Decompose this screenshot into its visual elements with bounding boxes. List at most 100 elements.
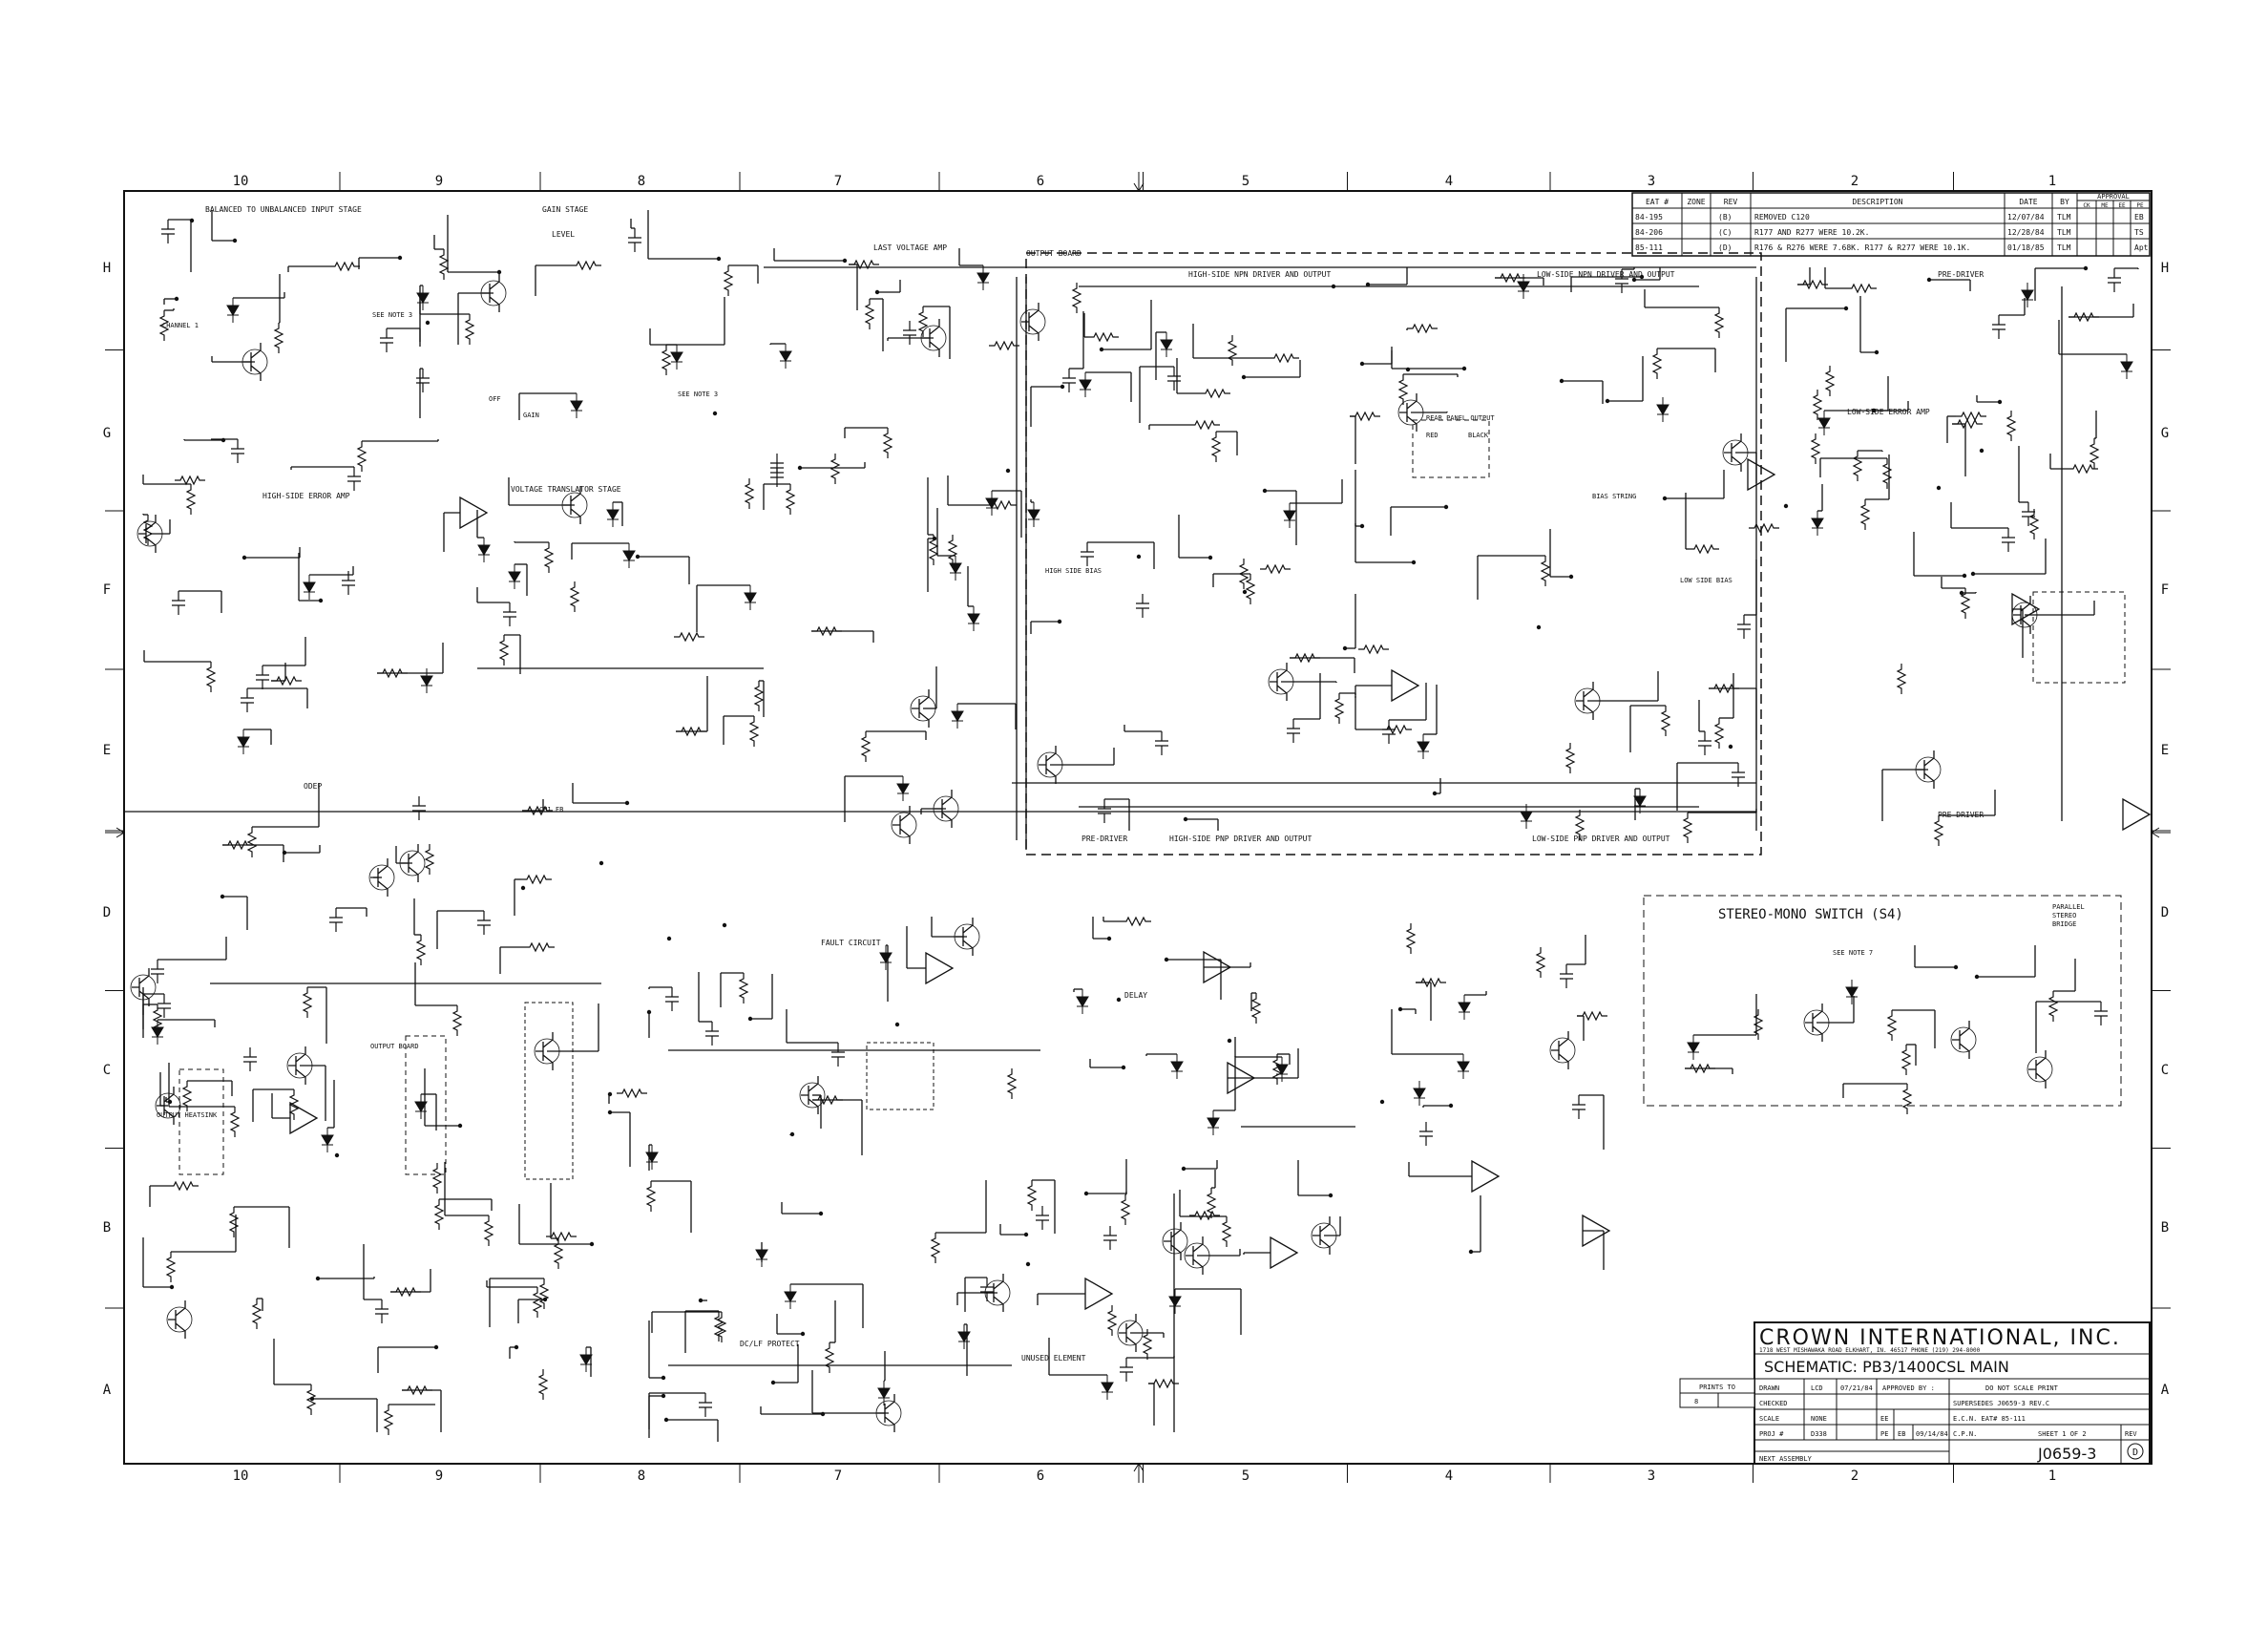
transistor bbox=[877, 1394, 895, 1432]
resistor bbox=[753, 681, 765, 711]
op-amp bbox=[1582, 1214, 1611, 1248]
diode bbox=[755, 1242, 768, 1267]
grid-row-right-label: A bbox=[2161, 1383, 2170, 1398]
grid-col-bottom-label: 2 bbox=[1851, 1468, 1858, 1484]
grid-col-bottom-label: 8 bbox=[638, 1468, 645, 1484]
junction-dot bbox=[1728, 744, 1733, 750]
tb-pe-value: EB bbox=[1898, 1430, 1905, 1438]
resistor bbox=[302, 987, 313, 1018]
resistor bbox=[1142, 1329, 1153, 1360]
resistor bbox=[181, 1081, 193, 1111]
tb-cpn: C.P.N. bbox=[1953, 1430, 1977, 1438]
junction-dot bbox=[635, 554, 640, 560]
junction-dot bbox=[789, 1131, 795, 1137]
op-amp bbox=[1203, 950, 1232, 984]
resistor bbox=[1753, 1009, 1764, 1040]
drawing-border bbox=[123, 190, 2152, 1465]
resistor bbox=[1812, 390, 1823, 420]
diode bbox=[967, 606, 980, 631]
transistor bbox=[956, 918, 974, 956]
junction-dot bbox=[698, 1298, 704, 1303]
resistor bbox=[383, 1405, 394, 1435]
label-output-heatsink: OUTPUT HEATSINK bbox=[157, 1111, 218, 1119]
junction-dot bbox=[1979, 448, 1984, 454]
rev-h-date: DATE bbox=[2019, 198, 2037, 206]
label-see-note-3b: SEE NOTE 3 bbox=[678, 391, 718, 398]
resistor bbox=[1071, 283, 1082, 313]
resistor bbox=[537, 1369, 549, 1400]
label-pre-driver-right: PRE-DRIVER bbox=[1938, 811, 1984, 819]
junction-dot bbox=[1926, 277, 1932, 283]
diode bbox=[1817, 411, 1831, 435]
junction-dot bbox=[1959, 590, 1964, 596]
tb-rev-value: D bbox=[2132, 1447, 2138, 1458]
junction-dot bbox=[1005, 468, 1011, 474]
transistor-body bbox=[155, 1092, 181, 1119]
resistor bbox=[1250, 993, 1262, 1024]
junction-dot bbox=[1241, 374, 1247, 380]
revision-cell: 84-206 bbox=[1635, 228, 1663, 237]
grid-row-left-label: H bbox=[103, 261, 111, 276]
op-amp bbox=[2122, 797, 2152, 832]
op-amp bbox=[2011, 592, 2041, 626]
junction-dot bbox=[1974, 974, 1980, 980]
transistor-body bbox=[286, 1052, 313, 1079]
grid-col-bottom-label: 1 bbox=[2048, 1468, 2056, 1484]
resistor bbox=[1685, 1063, 1715, 1074]
diode bbox=[1520, 804, 1533, 829]
prints-to-value: 8 bbox=[1694, 1398, 1698, 1405]
capacitor bbox=[1155, 731, 1168, 755]
revision-cell: R177 AND R277 WERE 10.2K. bbox=[1754, 228, 1869, 237]
diode bbox=[645, 1145, 659, 1170]
junction-dot bbox=[874, 289, 880, 295]
resistor bbox=[438, 249, 450, 280]
transistor bbox=[801, 1076, 819, 1114]
resistor bbox=[2068, 463, 2098, 475]
capacitor bbox=[1560, 964, 1573, 988]
transistor bbox=[1164, 1222, 1182, 1260]
label-output-board-small: OUTPUT BOARD bbox=[370, 1043, 419, 1050]
transistor-body bbox=[1803, 1009, 1830, 1036]
transistor-body bbox=[1722, 439, 1749, 466]
resistor bbox=[1238, 559, 1250, 589]
junction-dot bbox=[1116, 997, 1122, 1003]
schematic-title: SCHEMATIC: PB3/1400CSL MAIN bbox=[1764, 1358, 2009, 1376]
diode bbox=[1417, 734, 1430, 759]
transistor bbox=[912, 689, 930, 728]
resistor bbox=[824, 1342, 835, 1373]
junction-dot bbox=[1359, 361, 1365, 367]
tb-next-assembly: NEXT ASSEMBLY bbox=[1759, 1455, 1813, 1463]
grid-row-left-label: F bbox=[103, 582, 111, 598]
junction-dot bbox=[1962, 573, 1967, 579]
resistor bbox=[1901, 1084, 1913, 1114]
prints-to-label: PRINTS TO bbox=[1699, 1384, 1735, 1391]
resistor bbox=[1260, 563, 1291, 575]
junction-dot bbox=[1443, 504, 1449, 510]
stereo-mono-opt-parallel: PARALLEL bbox=[2052, 903, 2085, 911]
grid-row-left-label: B bbox=[103, 1220, 111, 1236]
resistor bbox=[713, 1311, 724, 1342]
label-gain: GAIN bbox=[523, 412, 539, 419]
resistor bbox=[986, 499, 1017, 511]
tb-scale-value: NONE bbox=[1811, 1415, 1827, 1423]
junction-dot bbox=[425, 320, 430, 326]
resistor bbox=[744, 478, 755, 509]
transistor bbox=[168, 1300, 186, 1339]
resistor bbox=[1682, 813, 1693, 843]
op-amp bbox=[1084, 1277, 1114, 1311]
transistor-body bbox=[136, 520, 163, 547]
diode bbox=[779, 344, 792, 369]
resistor bbox=[1405, 923, 1417, 954]
diode bbox=[1160, 332, 1173, 357]
revision-cell: 12/28/84 bbox=[2007, 228, 2045, 237]
junction-dot bbox=[1536, 624, 1542, 630]
junction-dot bbox=[1328, 1193, 1334, 1198]
transistor bbox=[934, 790, 953, 828]
label-balanced-stage: BALANCED TO UNBALANCED INPUT STAGE bbox=[205, 205, 362, 214]
resistor bbox=[246, 827, 258, 857]
tb-pe-date: 09/14/84 bbox=[1916, 1430, 1948, 1438]
junction-dot bbox=[220, 437, 226, 443]
